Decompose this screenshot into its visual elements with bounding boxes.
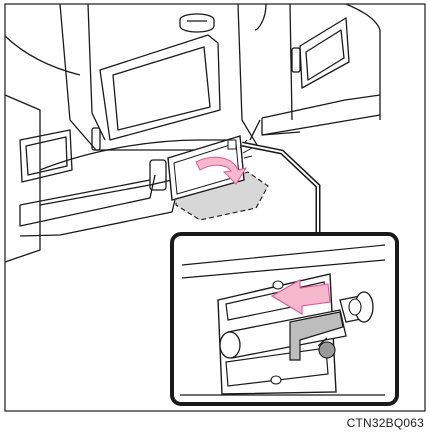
figure-code: CTN32BQ063 xyxy=(347,416,424,430)
detail-callout xyxy=(172,234,397,404)
